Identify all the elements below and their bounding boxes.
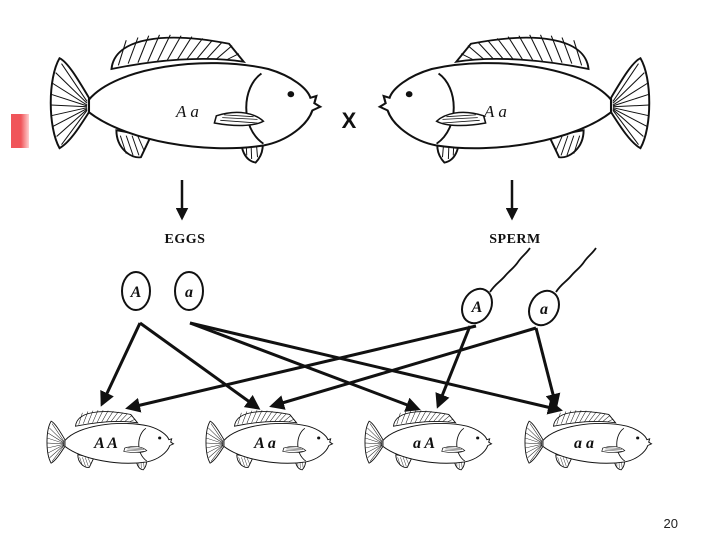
arrow-sperm-a-to-offspring-4 (534, 327, 561, 409)
arrow-sperm-A-to-offspring-1 (125, 324, 477, 413)
female-parent-fish (49, 33, 322, 164)
egg-cell-A: A (121, 271, 151, 311)
egg-allele-A: A (130, 284, 142, 301)
arrow-egg-A-to-offspring-2 (139, 321, 261, 410)
male-parent-fish (378, 33, 651, 164)
male-genotype-label: A a (483, 102, 507, 121)
offspring-genotype-4: a a (574, 435, 594, 452)
egg-cell-a: a (174, 271, 204, 311)
arrow-sperm-a-to-offspring-2 (269, 326, 537, 410)
sperm-label: SPERM (489, 232, 541, 247)
sperm-cell-A: A (461, 247, 531, 325)
arrow-egg-A-to-offspring-1 (100, 322, 142, 407)
arrow-sperm-A-to-offspring-3 (435, 325, 472, 409)
arrow-egg-a-to-offspring-4 (189, 321, 563, 415)
female-genotype-label: A a (175, 102, 199, 121)
sperm-cell-a: a (528, 247, 597, 327)
cross-symbol: X (342, 108, 357, 133)
egg-allele-a: a (185, 284, 193, 301)
slide-accent-bar (11, 114, 29, 148)
sperm-allele-A: A (471, 299, 483, 316)
slide-number: 20 (663, 516, 678, 531)
offspring-genotype-1: A A (93, 435, 118, 452)
offspring-genotype-3: a A (413, 435, 435, 452)
eggs-label: EGGS (165, 232, 206, 247)
offspring-genotype-2: A a (253, 435, 276, 452)
sperm-allele-a: a (540, 301, 548, 318)
